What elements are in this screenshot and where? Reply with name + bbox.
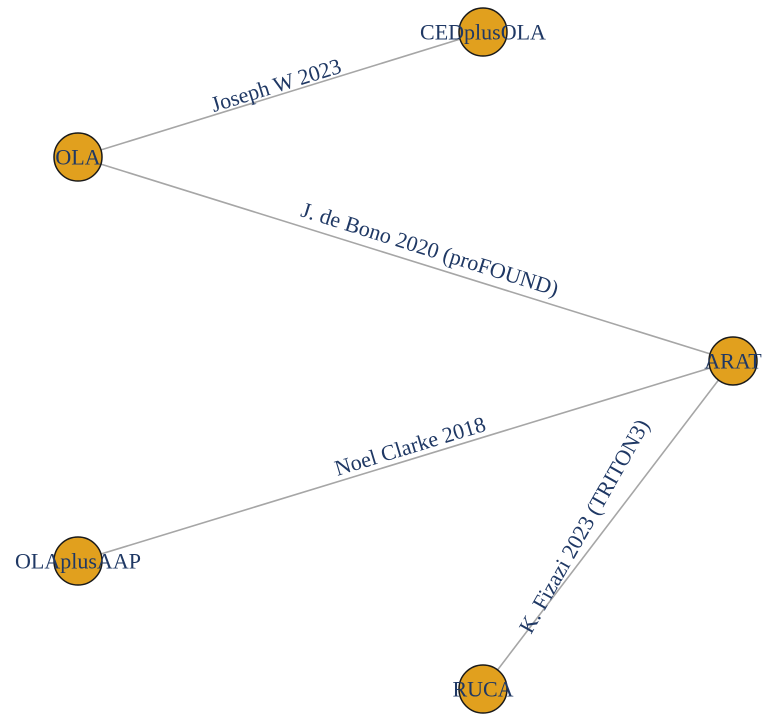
node-label-ruca: RUCA: [452, 677, 513, 702]
node-label-olaplusaap: OLAplusAAP: [15, 549, 141, 574]
edge-olaplusaap-arat: [77, 360, 734, 562]
node-circle-ola: [53, 132, 103, 182]
edge-ola-cedplusola: [77, 31, 484, 158]
node-label-arat: ARAT: [704, 349, 762, 374]
node-ola[interactable]: OLA: [53, 132, 103, 182]
node-ruca[interactable]: RUCA: [452, 664, 514, 714]
edges-layer: [77, 31, 734, 690]
node-circle-ruca: [458, 664, 508, 714]
edge-label-olaplusaap-arat: Noel Clarke 2018: [332, 411, 489, 480]
edge-labels-layer: Joseph W 2023 J. de Bono 2020 (proFOUND) N…: [208, 53, 654, 637]
node-olaplusaap[interactable]: OLAplusAAP: [15, 536, 141, 586]
edge-label-ruca-arat: K. Fizazi 2023 (TRITON3): [514, 415, 655, 638]
node-cedplusola[interactable]: CEDplusOLA: [420, 7, 546, 57]
node-circle-arat: [708, 336, 758, 386]
nodes-layer: CEDplusOLA OLA ARAT OLAplusAAP RUCA: [15, 7, 762, 714]
node-arat[interactable]: ARAT: [704, 336, 762, 386]
edge-ola-arat: [77, 156, 734, 362]
node-circle-cedplusola: [458, 7, 508, 57]
edge-label-ola-arat: J. de Bono 2020 (proFOUND): [298, 197, 561, 301]
node-label-ola: OLA: [55, 145, 100, 170]
node-label-cedplusola: CEDplusOLA: [420, 20, 546, 45]
edge-label-ola-cedplusola: Joseph W 2023: [208, 53, 344, 117]
node-circle-olaplusaap: [53, 536, 103, 586]
edge-ruca-arat: [482, 360, 734, 690]
